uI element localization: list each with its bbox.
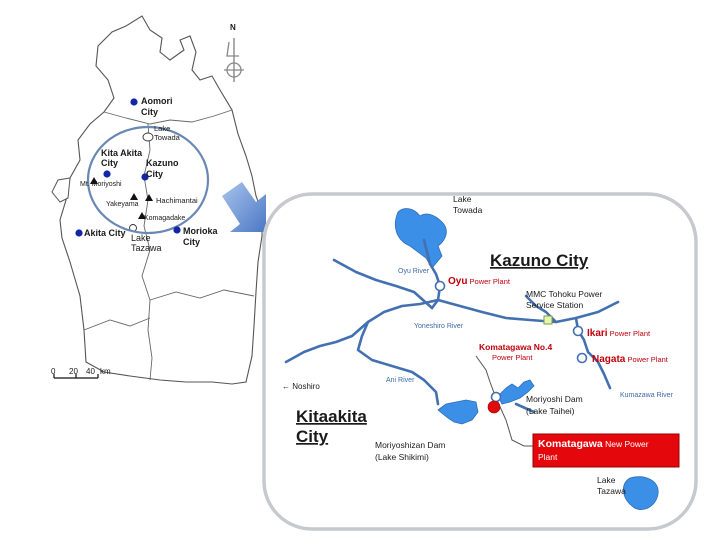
city-dot-akita <box>75 229 83 237</box>
north-compass-icon: N <box>224 23 244 82</box>
river-label-ani: Ani River <box>386 377 415 384</box>
scale-tick-20: 20 <box>69 367 78 376</box>
prefecture-boundary <box>103 109 233 125</box>
power-line <box>475 355 536 447</box>
service-station-marker <box>543 315 553 325</box>
mountain-label-yakeyama: Yakeyama <box>106 201 139 208</box>
plant-label-ikari: Ikari Power Plant <box>587 328 651 339</box>
lake-towada <box>394 208 447 269</box>
noshiro-label: ← Noshiro <box>282 382 320 391</box>
city-dot-morioka <box>173 226 181 234</box>
lake-shikimi <box>437 399 479 425</box>
city-dot-aomori <box>130 98 138 106</box>
prefecture-boundary <box>149 289 255 301</box>
river-label-oyu: Oyu River <box>398 268 430 275</box>
city-dot-kita-akita <box>103 170 111 178</box>
scale-bar: 0 20 40 km <box>51 367 111 379</box>
focus-circle <box>86 125 210 235</box>
plant-label-oyu: Oyu Power Plant <box>448 276 511 287</box>
dam-label-moriyoshizan: Moriyoshizan Dam(Lake Shikimi) <box>375 440 445 462</box>
river-label-yoneshiro: Yoneshiro River <box>414 323 464 330</box>
mountain-label-komagadake: Komagadake <box>144 215 185 222</box>
tohoku-outline <box>59 15 263 385</box>
mountain-icon <box>145 194 153 201</box>
river-label-kumazawa: Kumazawa River <box>620 392 674 399</box>
plant-label-nagata: Nagata Power Plant <box>592 354 669 365</box>
zoom-arrow-icon <box>222 182 266 232</box>
city-label-akita: Akita City <box>84 228 126 238</box>
mountain-icon <box>90 177 98 184</box>
svg-text:N: N <box>230 23 236 32</box>
prefecture-boundary <box>141 123 153 381</box>
plant-marker-oyu <box>434 280 446 292</box>
mountain-label-hachimantai: Hachimantai <box>156 196 198 205</box>
river-network <box>284 238 620 414</box>
scale-tick-0: 0 <box>51 367 56 376</box>
new-plant-callout <box>532 433 680 468</box>
mountain-icon <box>138 212 146 219</box>
dam-label-moriyoshi: Moriyoshi Dam(Lake Taihei) <box>526 394 583 416</box>
plant-marker-nagata <box>576 352 588 364</box>
plant-marker-ikari <box>572 325 584 337</box>
scale-tick-40: 40 <box>86 367 95 376</box>
plant-marker-komatagawa4 <box>490 391 502 403</box>
mountain-label-moriyoshi: Mt. Moriyoshi <box>80 181 122 188</box>
city-dot-kazuno <box>141 173 149 181</box>
lake-tazawa <box>623 476 659 510</box>
plant-marker-new <box>487 400 501 414</box>
prefecture-boundary <box>83 317 151 331</box>
scale-unit: km <box>100 367 111 376</box>
mountain-icon <box>130 193 138 200</box>
region-title-kazuno: Kazuno City <box>490 251 589 270</box>
oga-peninsula <box>51 177 71 203</box>
yoneshiro-river-main <box>284 298 620 364</box>
lake-towada-overview <box>142 132 154 142</box>
lake-taihei <box>497 379 535 405</box>
